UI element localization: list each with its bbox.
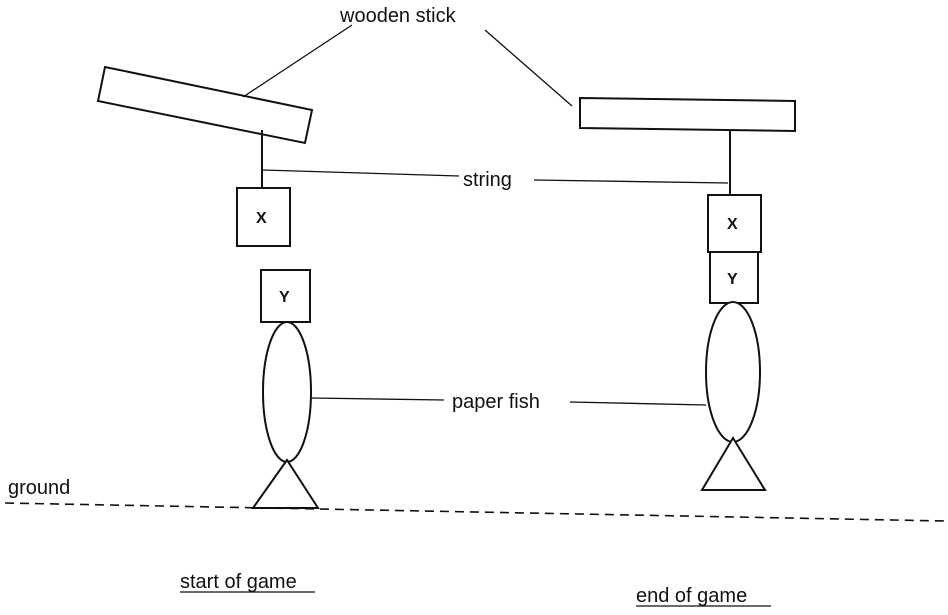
left-y-label: Y xyxy=(279,289,290,306)
left-wooden-stick xyxy=(96,65,314,145)
wooden-stick-label: wooden stick xyxy=(339,5,457,27)
start-of-game-label: start of game xyxy=(180,571,297,593)
wooden-stick-leader-left xyxy=(242,24,353,98)
left-fish-tail xyxy=(251,458,320,509)
paper-fish-leader-right xyxy=(569,401,707,406)
ground-label: ground xyxy=(8,477,70,499)
left-y-block xyxy=(260,269,311,323)
paper-fish-leader-left xyxy=(310,397,445,401)
right-y-block xyxy=(709,251,759,304)
right-x-label: X xyxy=(727,216,738,233)
string-leader-right xyxy=(533,179,729,184)
right-x-block xyxy=(707,194,762,253)
left-x-block xyxy=(236,187,291,247)
ground-line xyxy=(4,502,946,522)
end-of-game-label: end of game xyxy=(636,585,747,607)
paper-fish-label: paper fish xyxy=(452,391,540,413)
string-leader-left xyxy=(262,169,460,177)
string-label: string xyxy=(463,169,512,191)
right-fish-tail xyxy=(700,436,767,491)
right-wooden-stick xyxy=(579,96,796,133)
left-x-label: X xyxy=(256,210,267,227)
left-fish-body xyxy=(262,321,312,463)
right-y-label: Y xyxy=(727,271,738,288)
wooden-stick-leader-right xyxy=(484,29,573,107)
right-fish-body xyxy=(705,301,761,443)
